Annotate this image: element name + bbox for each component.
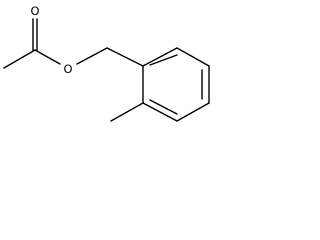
ring-bond-5 <box>142 102 178 122</box>
bond-carbonyl-ester-oxygen <box>34 49 61 65</box>
bond-ester-oxygen-methylene <box>76 47 108 65</box>
ring-bond-1 <box>142 47 178 67</box>
ring-bond-2 <box>176 47 210 67</box>
ring-double-bond-top <box>149 54 178 66</box>
carbonyl-oxygen-label: O <box>30 4 39 18</box>
chemical-structure-diagram: O O <box>3 4 210 122</box>
ester-oxygen-label: O <box>63 62 72 76</box>
ring-double-bond-bottom <box>149 99 178 115</box>
ring-bond-4 <box>176 102 210 122</box>
bond-ring-methyl <box>110 102 144 122</box>
bond-methylene-ring <box>106 47 144 67</box>
bond-methyl-carbonyl <box>3 49 36 69</box>
